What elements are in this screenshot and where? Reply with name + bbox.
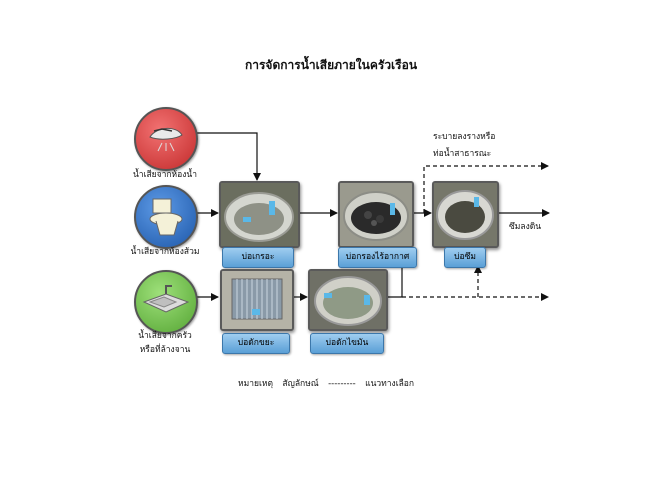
arrow-optional-drain bbox=[423, 162, 549, 213]
output-infiltrate: ซึมลงดิน bbox=[509, 222, 542, 232]
source-label-toilet: น้ำเสียจากห้องส้วม bbox=[130, 247, 200, 257]
arrow-grease-up bbox=[386, 270, 403, 298]
label-anaerobic-filter: บ่อกรองไร้อากาศ bbox=[338, 247, 417, 268]
seepage-pit-photo bbox=[432, 181, 499, 248]
source-label-bathroom: น้ำเสียจากห้องน้ำ bbox=[133, 170, 197, 180]
legend-dashes: --------- bbox=[328, 379, 356, 389]
label-screen-trap: บ่อดักขยะ bbox=[222, 333, 290, 354]
anaerobic-filter-photo bbox=[338, 181, 414, 248]
legend-symbol: สัญลักษณ์ bbox=[282, 379, 319, 389]
shower-icon bbox=[134, 107, 198, 171]
output-drain-line1: ระบายลงรางหรือ bbox=[433, 132, 496, 142]
label-grease-trap: บ่อดักไขมัน bbox=[310, 333, 384, 354]
legend-meaning: แนวทางเลือก bbox=[365, 379, 415, 389]
label-seepage-pit: บ่อซึม bbox=[444, 247, 486, 268]
page-title: การจัดการน้ำเสียภายในครัวเรือน bbox=[244, 58, 418, 72]
output-drain-line2: ท่อน้ำสาธารณะ bbox=[433, 149, 492, 159]
label-septic-tank: บ่อเกรอะ bbox=[222, 247, 294, 268]
grease-trap-photo bbox=[308, 269, 388, 331]
toilet-icon bbox=[134, 185, 198, 249]
septic-tank-photo bbox=[219, 181, 300, 248]
legend-prefix: หมายเหตุ bbox=[238, 379, 273, 389]
sink-icon bbox=[134, 270, 198, 334]
arrow-bathroom-to-septic bbox=[196, 132, 261, 181]
legend: หมายเหตุ สัญลักษณ์ --------- แนวทางเลือก bbox=[238, 376, 414, 390]
source-label-kitchen-line2: หรือที่ล้างจาน bbox=[139, 345, 191, 355]
screen-trap-photo bbox=[220, 269, 294, 331]
source-label-kitchen-line1: น้ำเสียจากครัว bbox=[138, 331, 192, 341]
